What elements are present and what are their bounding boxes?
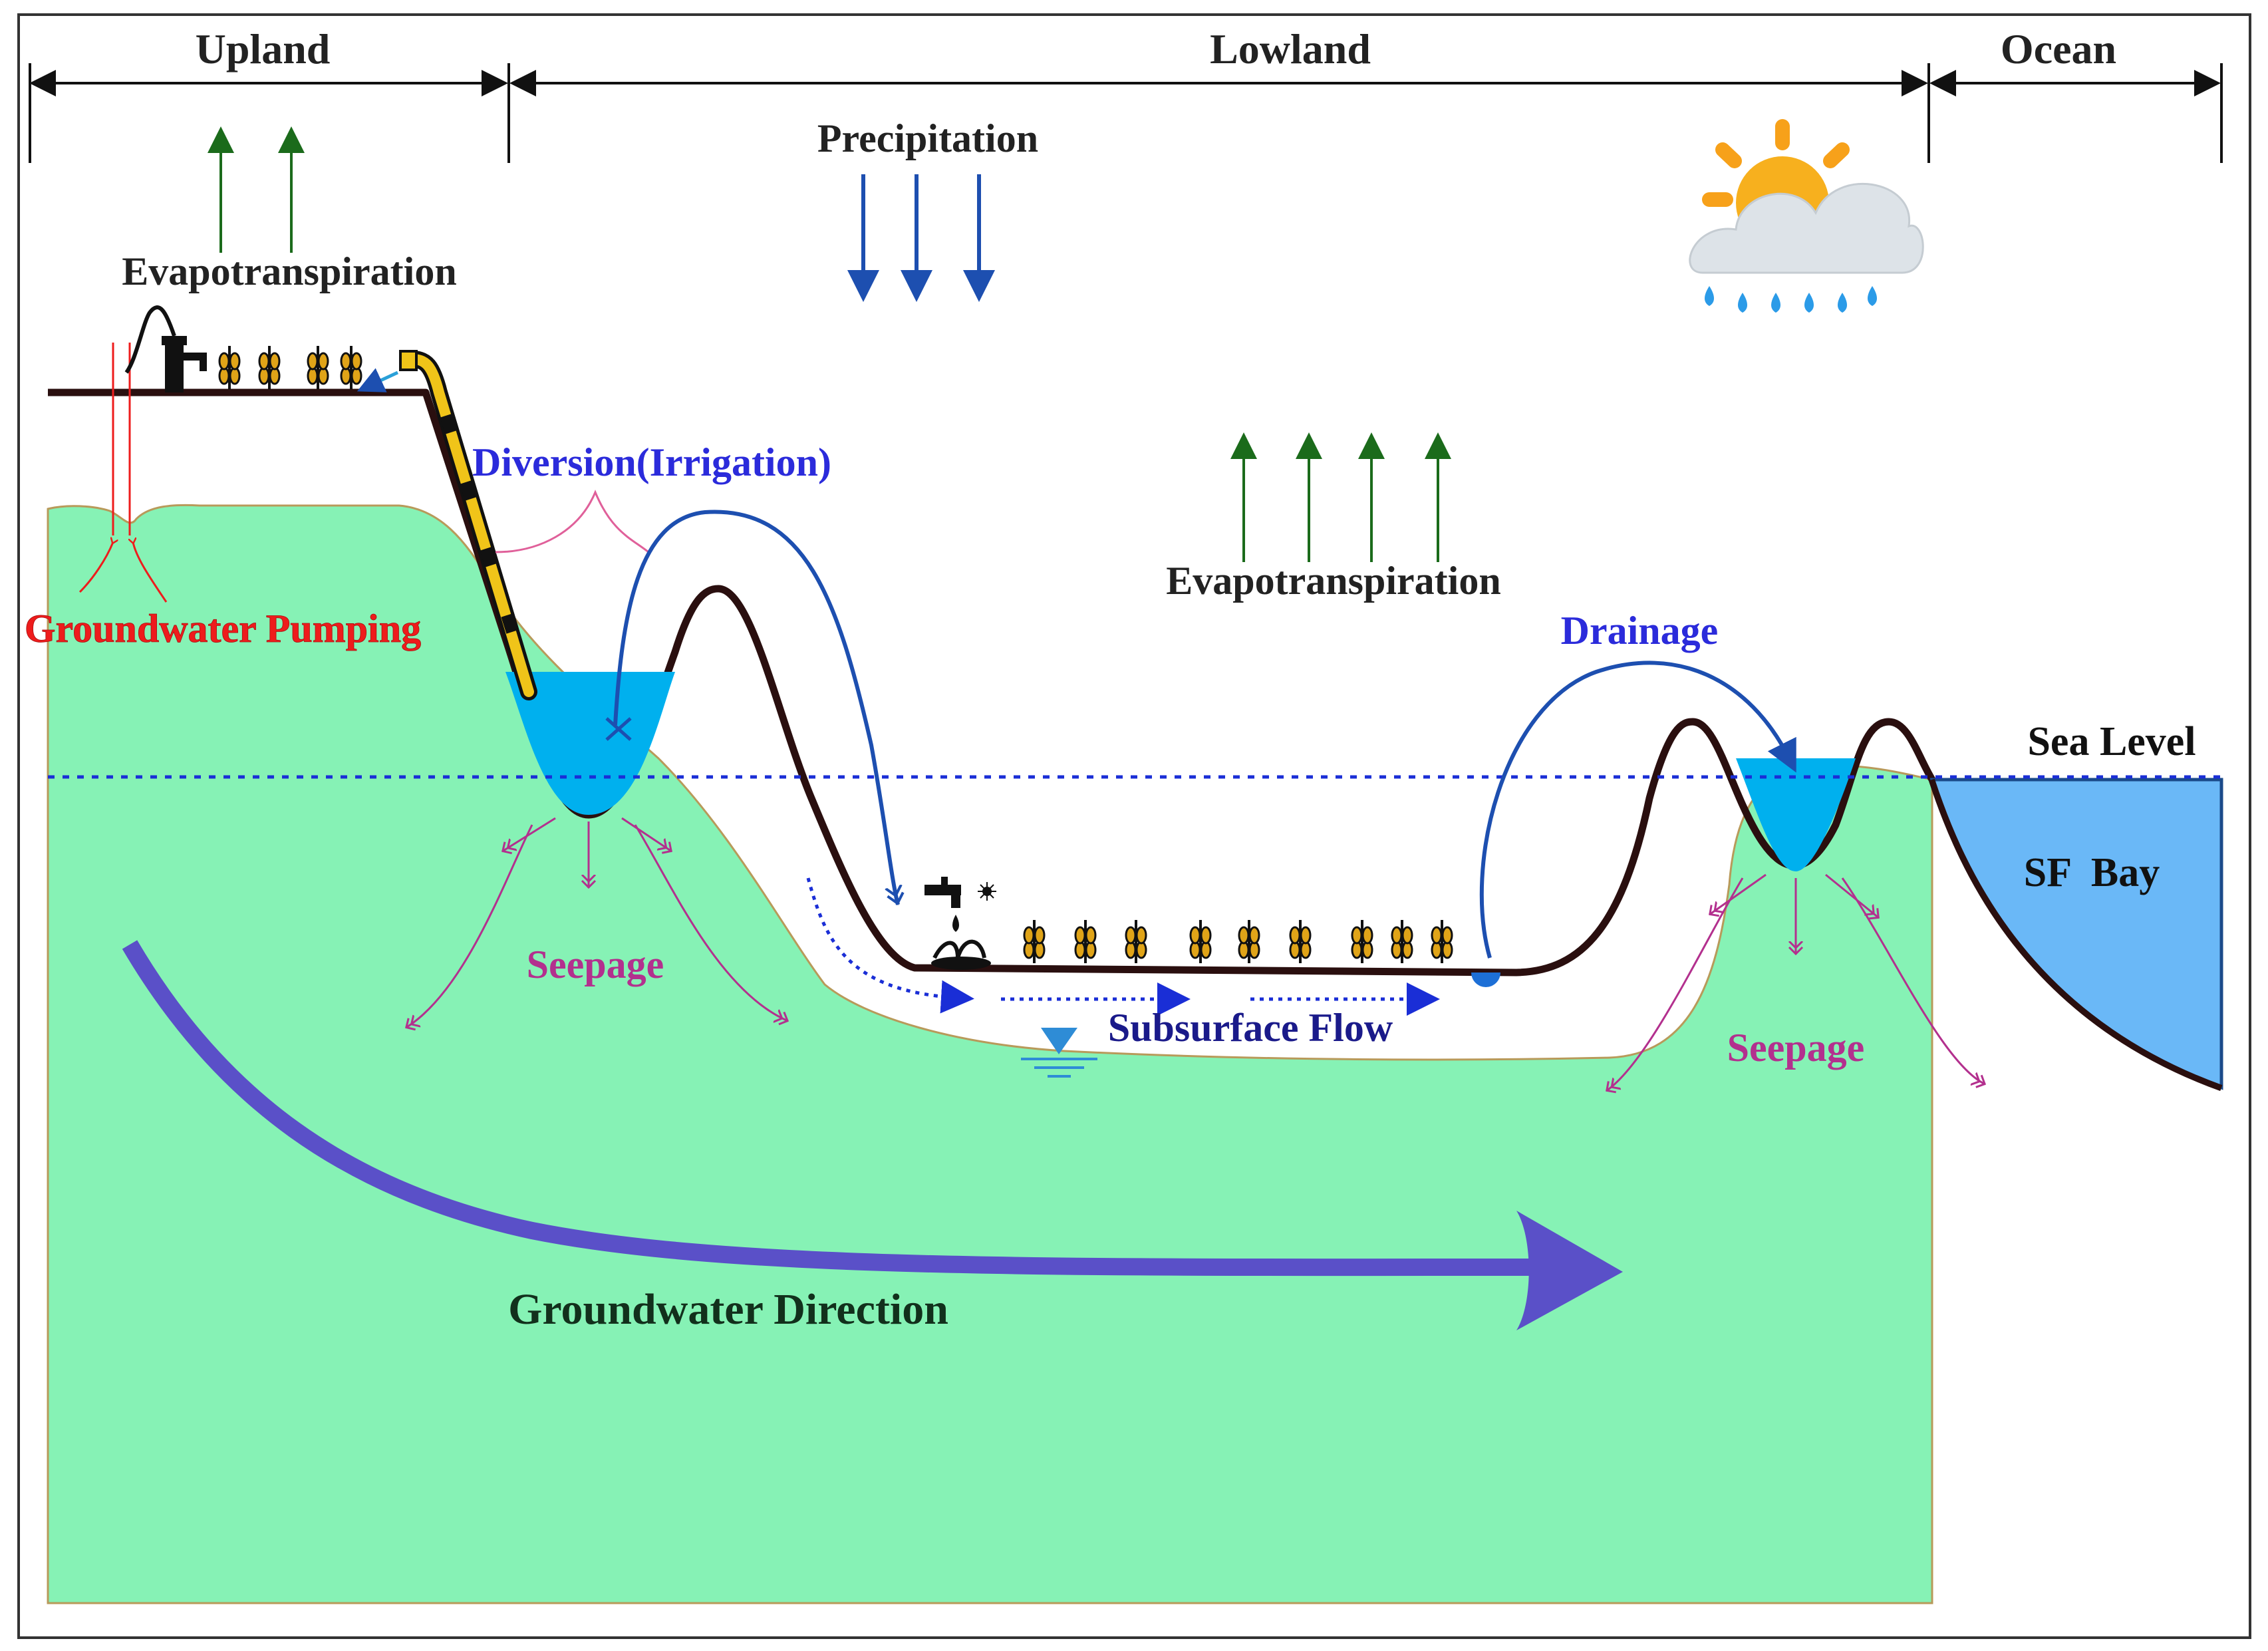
precipitation-label: Precipitation bbox=[817, 116, 1038, 160]
diversion-arrow bbox=[613, 510, 898, 905]
sf-bay-label: SF Bay bbox=[2024, 850, 2160, 895]
lowland-wheat-icons bbox=[1023, 920, 1453, 963]
groundwater-direction-arrow bbox=[122, 940, 1530, 1276]
wheat-icon bbox=[1023, 920, 1046, 963]
wheat-icon bbox=[1391, 920, 1413, 963]
upland-evapotranspiration-label: Evapotranspiration bbox=[122, 249, 456, 293]
wheat-icon bbox=[258, 346, 281, 389]
water-table-icon bbox=[1021, 1028, 1097, 1078]
wheat-icon bbox=[1351, 920, 1373, 963]
bay-shoreline bbox=[1929, 778, 2223, 1090]
outer-frame bbox=[17, 13, 2251, 1639]
precipitation-arrows bbox=[847, 174, 995, 302]
drainage-arrow bbox=[1479, 661, 1796, 959]
groundwater-direction-label: Groundwater Direction bbox=[508, 1285, 948, 1334]
wheat-icon bbox=[218, 346, 241, 389]
wheat-icon bbox=[1238, 920, 1260, 963]
zone-upland-label: Upland bbox=[196, 25, 331, 73]
diversion-label: Diversion(Irrigation) bbox=[472, 440, 831, 484]
wheat-icon bbox=[1125, 920, 1147, 963]
seepage-right-arrows bbox=[1606, 873, 1985, 1091]
subsurface-flow-label: Subsurface Flow bbox=[1108, 1006, 1393, 1050]
sf-bay-water bbox=[1929, 778, 2223, 1090]
lowland-evapotranspiration-arrows bbox=[1230, 432, 1451, 562]
pumping-well bbox=[78, 343, 168, 603]
groundwater-direction-arrowhead bbox=[1516, 1211, 1623, 1330]
faucet-icon bbox=[924, 877, 996, 970]
wheat-icon bbox=[1289, 920, 1312, 963]
zone-divider-lines bbox=[29, 63, 2223, 163]
sun-cloud-rain-icon bbox=[1689, 119, 1924, 313]
wheat-icon bbox=[307, 346, 329, 389]
diversion-start-x bbox=[605, 717, 632, 741]
drainage-label: Drainage bbox=[1561, 609, 1719, 653]
seepage-right-label: Seepage bbox=[1727, 1026, 1865, 1070]
drainage-canal-water bbox=[1736, 758, 1856, 871]
groundwater-pumping-label: Groundwater Pumping bbox=[25, 607, 421, 651]
wheat-icon bbox=[1431, 920, 1453, 963]
seepage-left-arrows bbox=[406, 817, 788, 1028]
lowland-evapotranspiration-label: Evapotranspiration bbox=[1166, 559, 1500, 603]
wheat-icon bbox=[1189, 920, 1212, 963]
sea-level-label: Sea Level bbox=[2027, 719, 2196, 764]
wheat-icon bbox=[1074, 920, 1097, 963]
irrigation-pipe-icon bbox=[356, 350, 537, 700]
subsurface-flow-arrows bbox=[806, 877, 1440, 1016]
upland-evapotranspiration-arrows bbox=[208, 126, 305, 253]
wheat-icon bbox=[340, 346, 362, 389]
groundwater-zone bbox=[47, 504, 1933, 1604]
drain-outlet bbox=[1471, 973, 1500, 987]
upland-canal-water bbox=[505, 672, 675, 815]
zone-lowland-label: Lowland bbox=[1210, 25, 1371, 73]
hand-pump-icon bbox=[124, 305, 207, 392]
upland-wheat-icons bbox=[218, 346, 362, 389]
seepage-left-label: Seepage bbox=[527, 943, 664, 986]
zone-ocean-label: Ocean bbox=[2001, 25, 2116, 73]
diversion-brace bbox=[495, 490, 649, 553]
